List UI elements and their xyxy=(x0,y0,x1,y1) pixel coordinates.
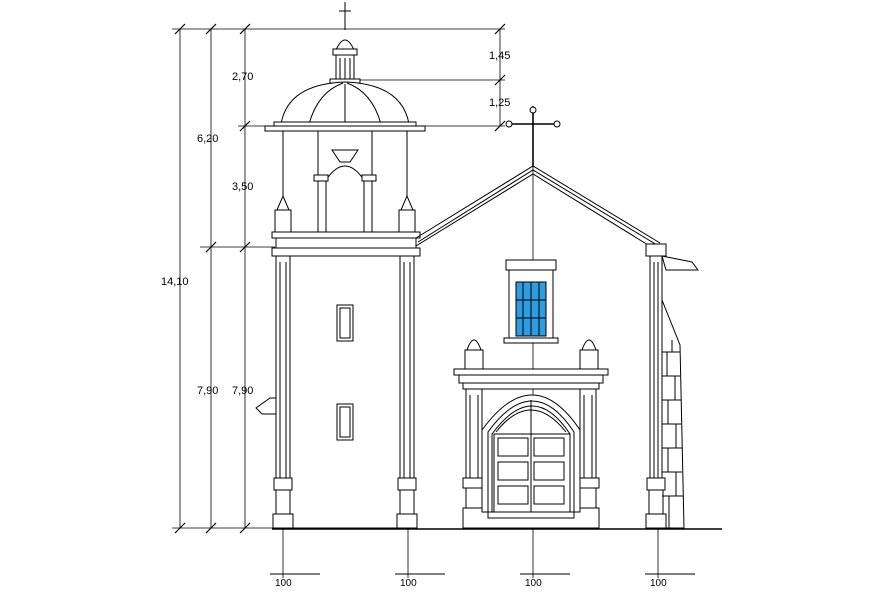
tower-cross-icon xyxy=(339,2,351,30)
tower-finial-left xyxy=(274,194,292,233)
tower-finial-right xyxy=(398,194,416,233)
axis-label-3: 100 xyxy=(525,578,542,589)
dimension-lines: 14,10 6,20 7,90 7,90 2,70 3,50 1,45 1,25 xyxy=(161,23,510,534)
tower-slit-window-lower xyxy=(336,403,354,441)
dim-belfry-height: 3,50 xyxy=(232,181,253,193)
portal-finial-left xyxy=(464,339,484,371)
main-door xyxy=(481,394,581,519)
dim-lower-height-outer: 7,90 xyxy=(197,385,218,397)
dim-lower-height-inner: 7,90 xyxy=(232,385,253,397)
gable-cross-icon xyxy=(505,106,561,166)
bell-opening xyxy=(325,165,365,234)
axis-label-1: 100 xyxy=(275,578,292,589)
tower-slit-window-upper xyxy=(336,304,354,342)
dim-dome-base-height: 1,25 xyxy=(489,97,510,109)
side-stone-wall xyxy=(661,299,685,529)
dim-total-height: 14,10 xyxy=(161,276,189,288)
axis-label-2: 100 xyxy=(400,578,417,589)
dim-dome-height: 2,70 xyxy=(232,71,253,83)
portal-finial-right xyxy=(579,339,599,371)
church-nave xyxy=(415,106,699,529)
upper-window xyxy=(503,259,559,344)
axis-label-4: 100 xyxy=(650,578,667,589)
bell-tower xyxy=(255,2,426,529)
dim-upper-height: 6,20 xyxy=(197,133,218,145)
dim-lantern-height: 1,45 xyxy=(489,50,510,62)
